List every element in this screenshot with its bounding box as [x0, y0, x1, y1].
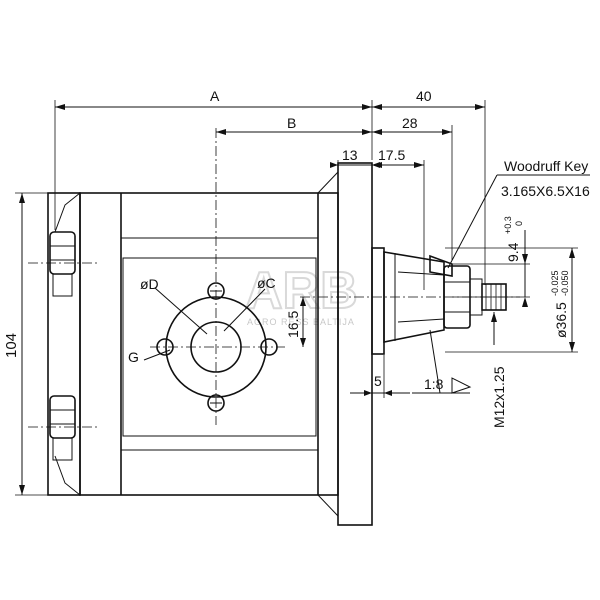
- label-diameter-C: øC: [257, 275, 276, 291]
- woodruff-title: Woodruff Key: [504, 158, 588, 174]
- dim-16-5: 16.5: [285, 311, 301, 338]
- bolt-heads: [49, 231, 76, 461]
- woodruff-spec: 3.165X6.5X16: [501, 183, 590, 199]
- key-height-tol-upper: +0.3: [503, 216, 513, 234]
- mounting-flange: [337, 162, 373, 526]
- dim-13: 13: [342, 147, 358, 163]
- dim-A: A: [210, 88, 220, 104]
- shaft-tol-lower: -0.050: [560, 270, 570, 296]
- taper-ratio: 1:8: [424, 376, 444, 392]
- woodruff-key: [429, 254, 453, 277]
- shaft-tol-upper: -0.025: [550, 270, 560, 296]
- dim-B: B: [287, 115, 296, 131]
- label-diameter-D: øD: [140, 276, 159, 292]
- label-G: G: [128, 349, 139, 365]
- watermark-text: AGRO RESS BALTIJA: [247, 317, 355, 327]
- dimension-texts: A 40 B 28 13 17.5 104 16.5 5 1:8 M12x1.2…: [3, 88, 590, 428]
- watermark: ARB AGRO RESS BALTIJA: [244, 261, 359, 327]
- dim-104: 104: [3, 333, 20, 358]
- key-height: 9.4: [505, 242, 521, 262]
- shaft-diameter: ø36.5: [553, 302, 569, 338]
- dim-5: 5: [374, 373, 382, 389]
- dim-28: 28: [402, 115, 418, 131]
- port-face: [28, 128, 317, 437]
- watermark-logo: ARB: [245, 262, 358, 320]
- dimension-lines: [15, 100, 590, 496]
- pump-body: [47, 162, 373, 526]
- dim-40: 40: [416, 88, 432, 104]
- dim-17-5: 17.5: [378, 147, 405, 163]
- thread-spec: M12x1.25: [491, 366, 507, 428]
- key-height-tol-lower: 0: [514, 221, 524, 226]
